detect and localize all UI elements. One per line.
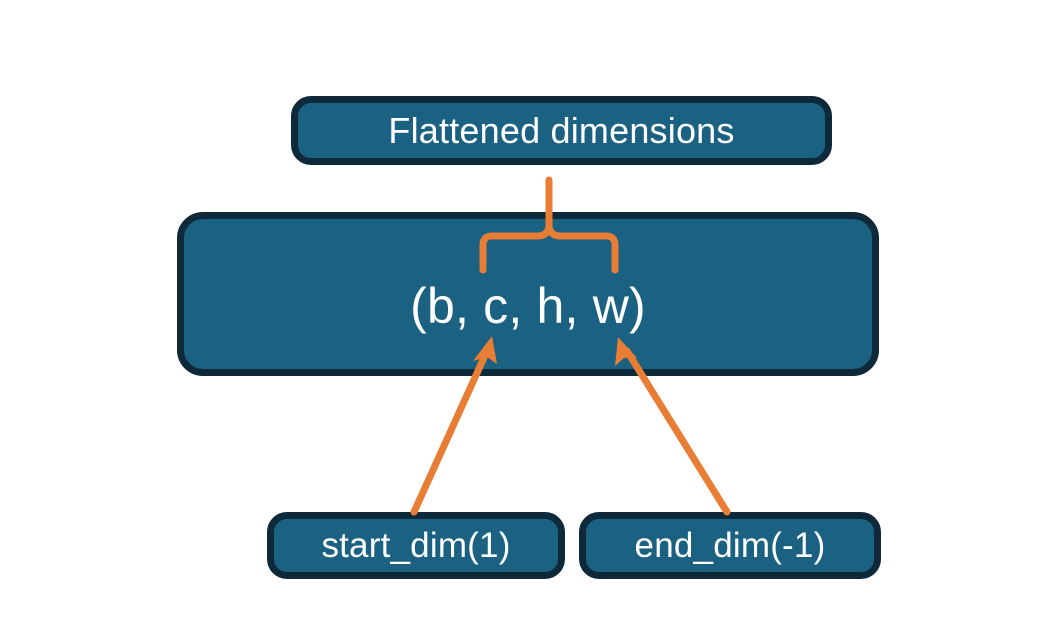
flattened-dimensions-label: Flattened dimensions [388, 109, 735, 151]
tensor-shape-tuple-box: (b, c, h, w) [177, 212, 879, 376]
flattened-dimensions-box: Flattened dimensions [291, 96, 832, 165]
end-dim-label: end_dim(-1) [634, 526, 826, 565]
start-dim-box: start_dim(1) [267, 512, 565, 579]
start-dim-label: start_dim(1) [321, 526, 511, 565]
tensor-shape-tuple-label: (b, c, h, w) [410, 278, 646, 334]
end-dim-box: end_dim(-1) [579, 512, 881, 579]
